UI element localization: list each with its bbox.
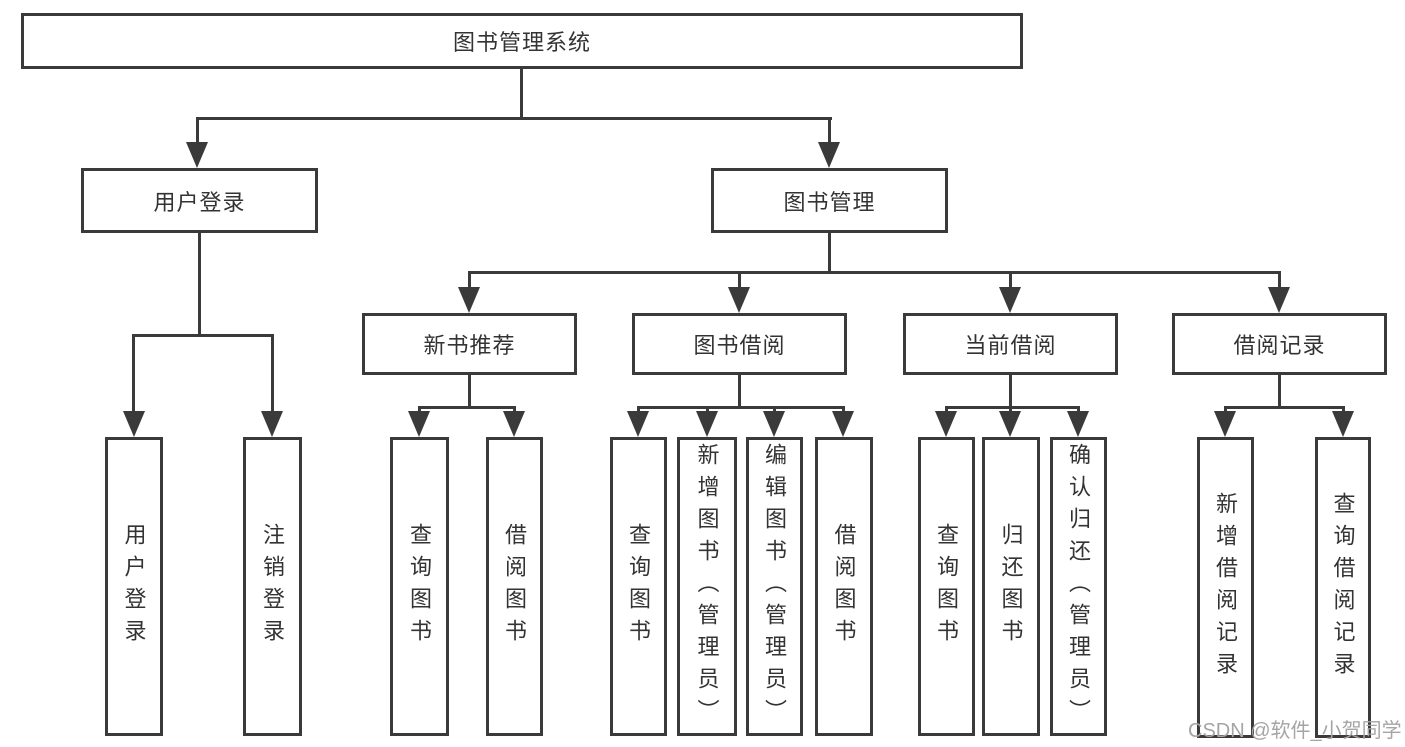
csdn-watermark: CSDN @软件_小贺同学: [1188, 720, 1402, 742]
node-book-management: 图书管理: [711, 168, 948, 233]
leaf-add-book-admin: 新增图书（管理员）: [677, 437, 737, 736]
node-label: 借阅记录: [1233, 333, 1326, 358]
connector-line: [1009, 406, 1012, 415]
connector-line: [513, 406, 516, 415]
leaf-user-login: 用户登录: [105, 437, 163, 736]
arrow-down-icon: [818, 142, 840, 168]
connector-line: [1077, 406, 1080, 415]
connector-line: [637, 406, 640, 415]
leaf-add-borrow-record: 新增借阅记录: [1197, 437, 1254, 738]
arrow-down-icon: [1214, 411, 1236, 437]
connector-line: [828, 233, 831, 273]
node-label: 用户登录: [153, 189, 246, 215]
leaf-label: 用户登录: [121, 522, 147, 651]
arrow-down-icon: [999, 411, 1021, 437]
node-book-borrow: 图书借阅: [632, 313, 847, 375]
connector-line: [468, 375, 471, 408]
leaf-label: 查询图书: [407, 522, 433, 651]
node-current-borrow: 当前借阅: [903, 313, 1118, 375]
arrow-down-icon: [728, 287, 750, 313]
leaf-query-book: 查询图书: [918, 437, 975, 736]
arrow-down-icon: [832, 411, 854, 437]
leaf-query-book: 查询图书: [390, 437, 449, 736]
connector-line: [132, 334, 135, 413]
leaf-label: 归还图书: [998, 522, 1024, 651]
connector-line: [418, 406, 516, 409]
connector-line: [196, 117, 199, 146]
connector-line: [706, 406, 709, 415]
leaf-label: 查询图书: [934, 522, 960, 651]
leaf-borrow-book: 借阅图书: [486, 437, 543, 736]
node-label: 图书管理: [783, 189, 876, 215]
connector-line: [738, 271, 741, 289]
leaf-query-book: 查询图书: [610, 437, 667, 736]
leaf-edit-book-admin: 编辑图书（管理员）: [746, 437, 803, 736]
leaf-return-book: 归还图书: [982, 437, 1040, 736]
node-label: 新书推荐: [423, 333, 516, 358]
leaf-confirm-return-admin: 确认归还（管理员）: [1050, 437, 1107, 736]
leaf-label: 新增图书（管理员）: [694, 442, 720, 731]
leaf-label: 新增借阅记录: [1213, 491, 1239, 684]
connector-line: [738, 375, 741, 408]
leaf-query-borrow-record: 查询借阅记录: [1315, 437, 1371, 738]
connector-line: [1224, 406, 1227, 415]
arrow-down-icon: [186, 142, 208, 168]
arrow-down-icon: [627, 411, 649, 437]
connector-line: [520, 69, 523, 119]
node-new-book-recommend: 新书推荐: [362, 313, 577, 375]
node-label: 图书借阅: [693, 333, 786, 358]
arrow-down-icon: [1268, 287, 1290, 313]
connector-line: [271, 334, 274, 413]
arrow-down-icon: [123, 411, 145, 437]
node-root: 图书管理系统: [21, 13, 1023, 69]
connector-line: [773, 406, 776, 415]
connector-line: [198, 233, 201, 336]
connector-line: [1278, 375, 1281, 408]
arrow-down-icon: [503, 411, 525, 437]
arrow-down-icon: [696, 411, 718, 437]
arrow-down-icon: [458, 287, 480, 313]
connector-line: [945, 406, 948, 415]
leaf-label: 借阅图书: [502, 522, 528, 651]
connector-line: [468, 271, 471, 289]
node-borrow-record: 借阅记录: [1172, 313, 1387, 375]
connector-line: [842, 406, 845, 415]
connector-line: [1224, 406, 1345, 409]
connector-line: [468, 271, 1281, 274]
connector-line: [196, 117, 832, 120]
leaf-label: 查询借阅记录: [1330, 491, 1356, 684]
leaf-borrow-book: 借阅图书: [815, 437, 873, 736]
connector-line: [132, 334, 273, 337]
leaf-label: 注销登录: [260, 522, 286, 651]
leaf-label: 查询图书: [626, 522, 652, 651]
arrow-down-icon: [1067, 411, 1089, 437]
node-label: 当前借阅: [964, 333, 1057, 358]
connector-line: [1278, 271, 1281, 289]
connector-line: [945, 406, 1079, 409]
connector-line: [637, 406, 845, 409]
leaf-label: 确认归还（管理员）: [1066, 442, 1092, 731]
connector-line: [1009, 375, 1012, 408]
leaf-label: 借阅图书: [831, 522, 857, 651]
leaf-logout: 注销登录: [243, 437, 302, 736]
arrow-down-icon: [763, 411, 785, 437]
node-user-login: 用户登录: [81, 168, 318, 233]
connector-line: [828, 117, 831, 146]
connector-line: [1009, 271, 1012, 289]
arrow-down-icon: [1332, 411, 1354, 437]
arrow-down-icon: [935, 411, 957, 437]
connector-line: [1342, 406, 1345, 415]
node-root-label: 图书管理系统: [452, 30, 591, 55]
connector-line: [418, 406, 421, 415]
leaf-label: 编辑图书（管理员）: [762, 442, 788, 731]
arrow-down-icon: [408, 411, 430, 437]
arrow-down-icon: [999, 287, 1021, 313]
arrow-down-icon: [261, 411, 283, 437]
